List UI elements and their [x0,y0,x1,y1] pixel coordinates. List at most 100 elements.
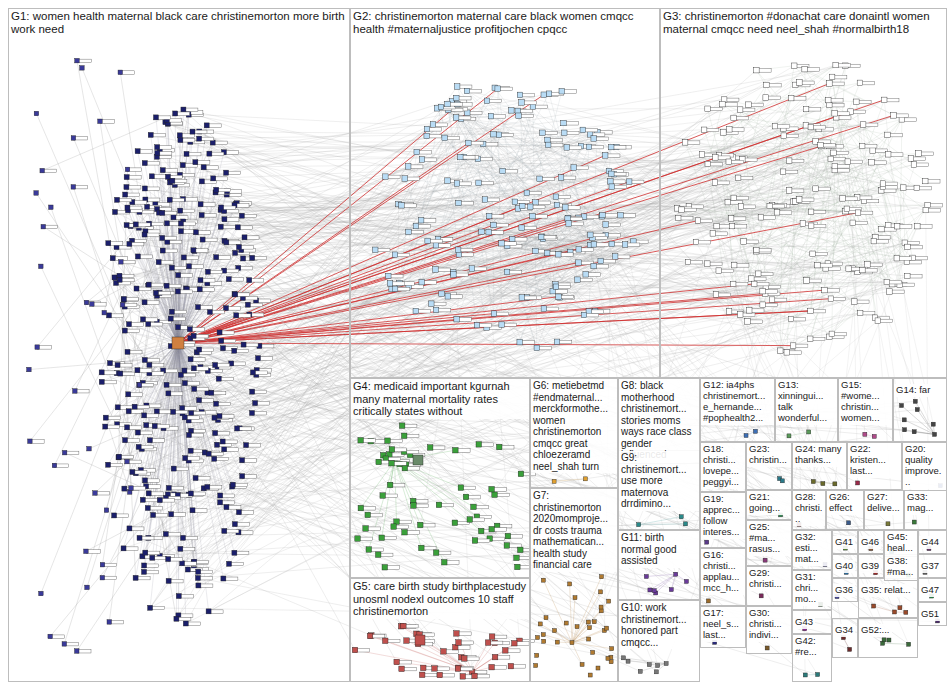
vertex-tag [195,335,209,339]
edge-line [572,628,607,643]
edge-line [181,155,719,223]
edge-line [903,188,905,243]
edge-line [152,176,666,663]
edge-line [178,291,761,595]
vertex [155,151,160,156]
vertex [178,208,183,213]
vertex [192,334,197,339]
edge-line [178,311,811,343]
edge-line [144,262,907,572]
edge-line [173,83,860,412]
edge-line [199,131,908,575]
edge-line [543,239,832,334]
edge-line [50,494,168,636]
edge-line [483,144,821,604]
edge-line [117,200,715,642]
vertex [142,232,147,237]
edge-line [204,100,724,168]
edge-line [129,244,178,343]
edge-line [37,175,180,347]
edge-line [904,420,934,435]
edge-line [124,299,895,612]
edge-line [138,256,355,650]
vertex [146,282,151,287]
vertex [132,404,137,409]
edge-line [141,470,628,661]
vertex [127,526,132,531]
edge-line [572,577,602,643]
vertex [164,221,169,226]
edge-line [108,243,178,343]
edge-line [125,331,540,624]
edge-line [843,198,893,284]
edge-line [589,147,740,315]
vertex [199,179,204,184]
edge-line [87,232,196,587]
edge-line [175,113,178,343]
vertex [123,192,128,197]
vertices [27,58,943,679]
edge-line [445,138,843,199]
vertex [174,616,179,621]
edge-line [791,262,907,319]
vertex [187,264,192,269]
edge-line [799,226,917,524]
edge-line [581,146,905,243]
vertex [240,458,245,463]
edge-line [370,636,472,672]
vertex [185,567,190,572]
vertex [214,401,219,406]
vertex [242,235,247,240]
vertex [171,215,176,220]
edge-line [448,110,892,552]
vertex [180,535,185,540]
vertex [145,204,150,209]
edge-line [178,213,858,343]
edge-line [138,162,848,433]
vertex [221,576,226,581]
edge-line [522,66,795,228]
vertex [142,569,147,574]
edge-line [203,240,906,613]
vertex [196,583,201,588]
vertex [240,474,245,479]
vertex [205,269,210,274]
edge-line [236,315,649,664]
edge-line [409,146,863,286]
edge-line [656,574,676,593]
vertex [137,383,142,388]
edge-line [572,643,612,649]
vertex [191,333,196,338]
vertex [135,149,140,154]
vertex [181,107,186,112]
vertex [124,185,129,190]
vertex [121,297,126,302]
vertex [241,256,246,261]
vertex [223,306,228,311]
edge-line [157,153,589,628]
edge-line [708,109,752,279]
edge-line [157,126,775,157]
edge-line [435,188,903,270]
edge-line [178,95,544,343]
vertex [235,225,240,230]
edge-line [75,213,159,391]
vertex [112,513,117,518]
edge-line [437,108,862,270]
vertex [176,594,181,599]
edge-line [884,100,915,401]
vertex [106,462,111,467]
vertex [180,406,185,411]
vertex [146,491,151,496]
vertex [136,444,141,449]
vertex [192,386,197,391]
edge-line [544,95,593,238]
edge-line [157,147,654,590]
vertex [149,174,154,179]
edge-line [144,343,178,415]
vertex [205,485,210,490]
vertex [199,213,204,218]
edge-line [456,98,825,564]
edge-line [584,77,832,315]
